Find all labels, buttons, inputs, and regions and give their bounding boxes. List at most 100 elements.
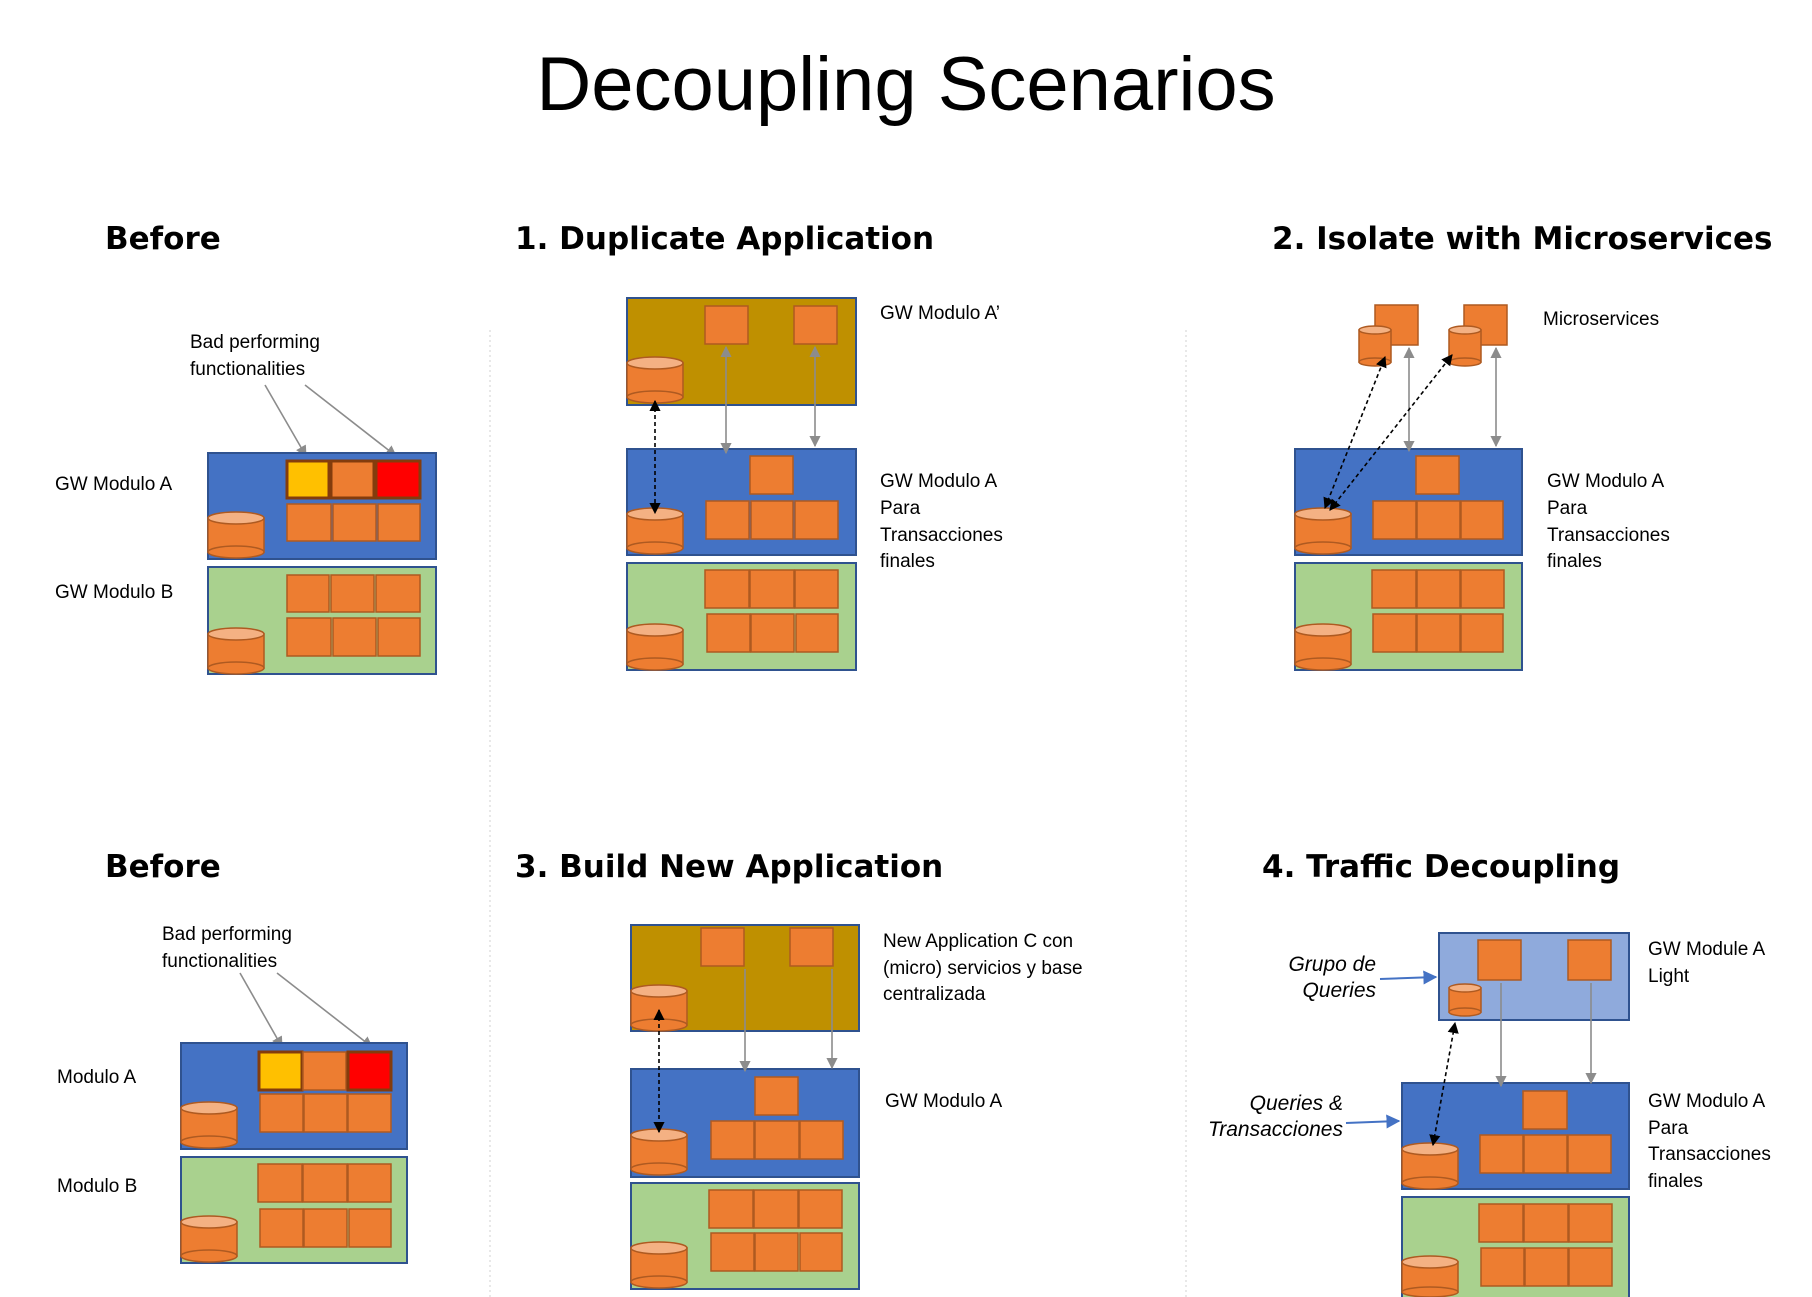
module-a-label: Transacciones	[1648, 1144, 1771, 1165]
module-b-label: Modulo B	[57, 1176, 137, 1197]
function-module	[798, 1189, 843, 1229]
function-module	[1479, 1134, 1524, 1174]
module-a-light-label: Light	[1648, 966, 1690, 987]
function-module	[303, 1208, 348, 1248]
annotation-line-2: functionalities	[190, 359, 305, 380]
module-a-light-label: GW Module A	[1648, 939, 1766, 960]
function-module	[302, 1163, 348, 1203]
function-module	[303, 1093, 348, 1133]
traffic-arrow	[1345, 1114, 1401, 1129]
function-module	[1372, 613, 1417, 653]
function-module	[286, 503, 332, 542]
function-module	[1416, 613, 1461, 653]
function-module	[789, 927, 834, 967]
page-title: Decoupling Scenarios	[536, 42, 1275, 127]
heading-before-top: Before	[105, 221, 221, 257]
function-module	[1567, 1134, 1612, 1174]
application-c-label: New Application C con	[883, 931, 1073, 952]
database-icon	[630, 1241, 688, 1289]
database-icon	[1448, 325, 1482, 367]
function-module	[705, 500, 750, 540]
function-module	[1477, 939, 1522, 981]
function-module	[259, 1093, 304, 1133]
duplicate-group: GW Modulo A’ GW Modulo A Para Transaccio…	[626, 297, 1003, 671]
function-module	[795, 613, 839, 653]
function-module	[347, 1163, 392, 1203]
database-icon	[207, 511, 265, 559]
database-icon	[1448, 983, 1482, 1017]
traffic-arrow	[1379, 970, 1438, 985]
module-a-label: Modulo A	[57, 1067, 137, 1088]
before-top-group: Bad performing functionalities GW Modulo…	[55, 332, 437, 675]
function-module	[799, 1232, 843, 1272]
function-module	[710, 1232, 755, 1272]
function-module	[704, 305, 749, 345]
database-icon	[180, 1101, 238, 1149]
function-module	[348, 1208, 392, 1248]
function-module	[749, 569, 795, 609]
function-module	[377, 503, 421, 542]
database-icon	[180, 1215, 238, 1263]
module-a-label: finales	[1547, 551, 1602, 572]
function-module	[1416, 569, 1461, 609]
module-a-label: Transacciones	[880, 525, 1003, 546]
module-a-label: GW Modulo A	[1547, 471, 1665, 492]
build-new-group: New Application C con (micro) servicios …	[630, 924, 1083, 1290]
module-a-label: Transacciones	[1547, 525, 1670, 546]
function-module	[1415, 455, 1460, 495]
module-a-label: GW Modulo A	[55, 474, 173, 495]
heading-traffic: 4. Traffic Decoupling	[1262, 849, 1620, 885]
function-module	[259, 1208, 304, 1248]
function-module	[347, 1093, 392, 1133]
function-module	[1478, 1203, 1524, 1243]
function-module	[754, 1120, 800, 1160]
annotation-arrow	[304, 384, 397, 457]
function-module	[750, 500, 794, 540]
function-module	[754, 1076, 799, 1116]
heading-duplicate: 1. Duplicate Application	[515, 221, 934, 257]
function-module	[286, 574, 330, 613]
database-icon	[207, 627, 265, 675]
function-module	[706, 613, 751, 653]
annotation-arrow	[239, 972, 283, 1048]
database-icon	[630, 1128, 688, 1176]
module-a-label: Para	[880, 498, 921, 519]
function-module	[332, 503, 377, 542]
function-module	[753, 1189, 799, 1229]
database-icon	[626, 507, 684, 555]
module-a-prime-label: GW Modulo A’	[880, 303, 1000, 324]
annotation-arrow	[264, 384, 307, 457]
function-module	[1372, 500, 1417, 540]
module-a-label: GW Modulo A	[885, 1091, 1003, 1112]
function-module	[794, 569, 839, 609]
function-module	[749, 455, 794, 495]
function-module	[1460, 500, 1504, 540]
function-module	[377, 617, 421, 657]
function-module	[286, 617, 332, 657]
function-module	[708, 1189, 754, 1229]
heading-before-bottom: Before	[105, 849, 221, 885]
annotation-arrow	[276, 972, 373, 1048]
function-module	[1568, 1247, 1613, 1287]
queries-group-label: Queries	[1302, 979, 1376, 1002]
module-a-label: Para	[1547, 498, 1588, 519]
function-module	[375, 574, 421, 613]
function-module	[1523, 1134, 1568, 1174]
database-icon	[1358, 325, 1392, 367]
function-module	[1416, 500, 1461, 540]
function-module	[1567, 939, 1612, 981]
function-module	[1460, 569, 1505, 609]
traffic-group: GW Module A Light GW Modulo A Para Trans…	[1208, 932, 1771, 1297]
database-icon	[1401, 1142, 1459, 1190]
bad-function-yellow	[257, 1050, 304, 1092]
isolate-group: Microservices GW Modulo A Para Transacci…	[1294, 304, 1670, 671]
function-module	[794, 500, 839, 540]
database-icon	[1401, 1255, 1459, 1297]
function-module	[330, 574, 375, 613]
function-module	[704, 569, 750, 609]
function-module	[1460, 613, 1504, 653]
microservices-label: Microservices	[1543, 309, 1659, 330]
bad-function-red	[346, 1050, 393, 1092]
database-icon	[626, 623, 684, 671]
